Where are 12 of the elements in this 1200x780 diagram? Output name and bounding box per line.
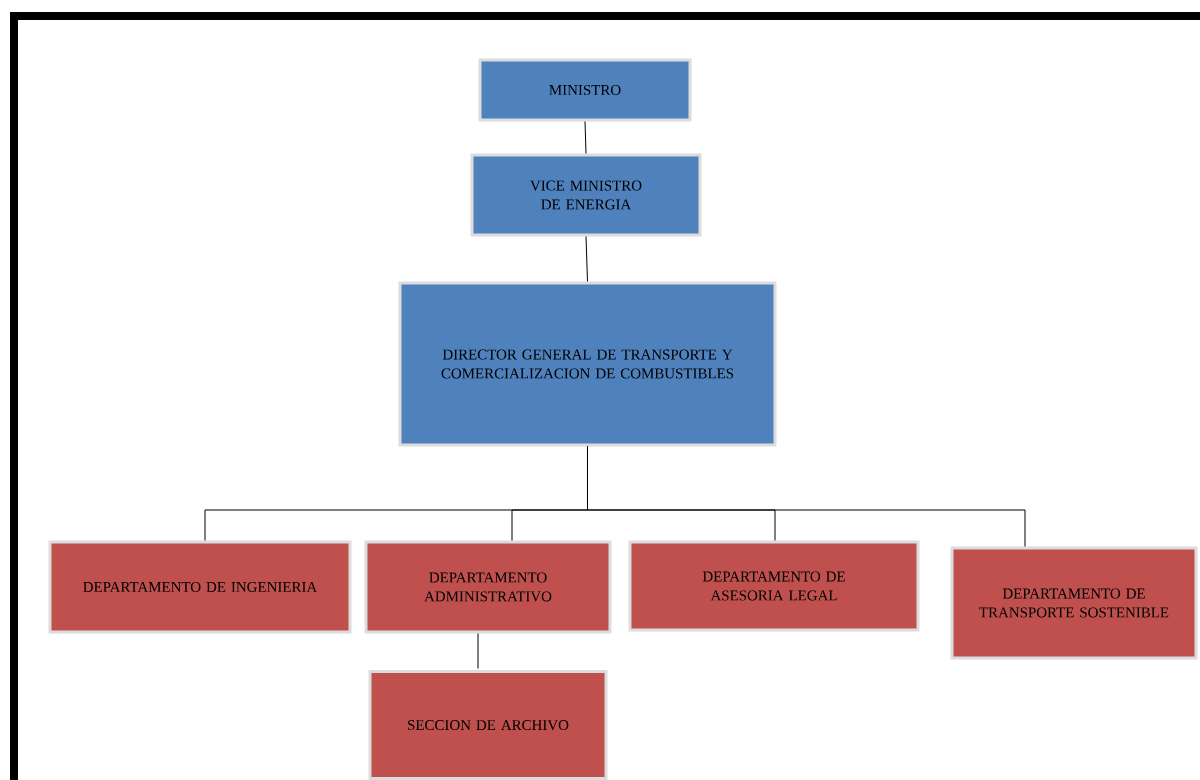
connector-line	[584, 121, 587, 154]
position-box: DEPARTAMENTO DE ASESORIA LEGAL	[628, 540, 920, 632]
position-box: SECCION DE ARCHIVO	[368, 670, 608, 780]
position-box: DEPARTAMENTO ADMINISTRATIVO	[364, 540, 612, 634]
position-box: DEPARTAMENTO DE TRANSPORTE SOSTENIBLE	[950, 546, 1198, 660]
connector-line	[585, 236, 588, 282]
connector-line	[587, 446, 1026, 547]
position-box: MINISTRO	[478, 58, 692, 122]
position-box: VICE MINISTRO DE ENERGIA	[470, 153, 702, 237]
position-box: DIRECTOR GENERAL DE TRANSPORTE Y COMERCIALIZACION DE COMBUSTIBLES	[398, 281, 777, 447]
connector-line	[477, 633, 479, 669]
position-box: DEPARTAMENTO DE INGENIERIA	[48, 540, 352, 634]
